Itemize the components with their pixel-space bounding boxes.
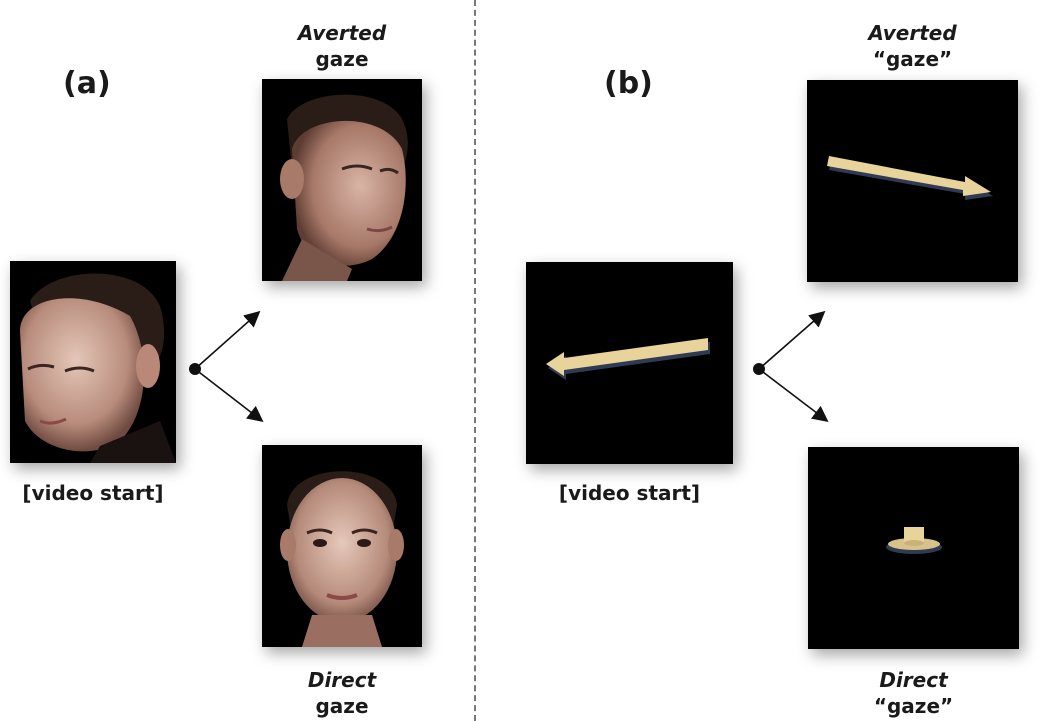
averted-label-b: Averted <box>868 21 957 45</box>
face-video-start <box>10 261 176 463</box>
video-start-caption-b: [video start] <box>558 481 701 505</box>
averted-caption-b: Averted “gaze” <box>807 20 1018 72</box>
branch-arrows-a <box>189 310 264 422</box>
gaze-label-a-bottom: gaze <box>315 694 369 718</box>
averted-caption-a: Averted gaze <box>262 20 422 72</box>
arrow-to-averted-a <box>194 310 261 370</box>
arrow-direct <box>808 447 1019 649</box>
gaze-label-a-top: gaze <box>315 47 369 71</box>
face-direct <box>262 445 422 647</box>
panel-divider <box>474 0 476 721</box>
arrow-averted <box>807 80 1018 282</box>
arrow-to-direct-b <box>758 368 829 422</box>
panel-a-label: (a) <box>63 66 111 101</box>
gaze-label-b-top: “gaze” <box>872 47 953 71</box>
gaze-label-b-bottom: “gaze” <box>873 694 954 718</box>
arrow-to-direct-a <box>194 368 264 422</box>
direct-caption-a: Direct gaze <box>262 667 422 719</box>
branch-arrows-b <box>753 310 829 422</box>
direct-label-a: Direct <box>307 668 377 692</box>
direct-caption-b: Direct “gaze” <box>808 667 1019 719</box>
direct-label-b: Direct <box>879 668 948 692</box>
video-start-caption-a: [video start] <box>22 481 164 505</box>
arrow-to-averted-b <box>758 310 826 370</box>
face-averted <box>262 79 422 281</box>
averted-label-a: Averted <box>297 21 387 45</box>
arrow-video-start <box>526 262 733 464</box>
panel-b-label: (b) <box>604 66 653 101</box>
